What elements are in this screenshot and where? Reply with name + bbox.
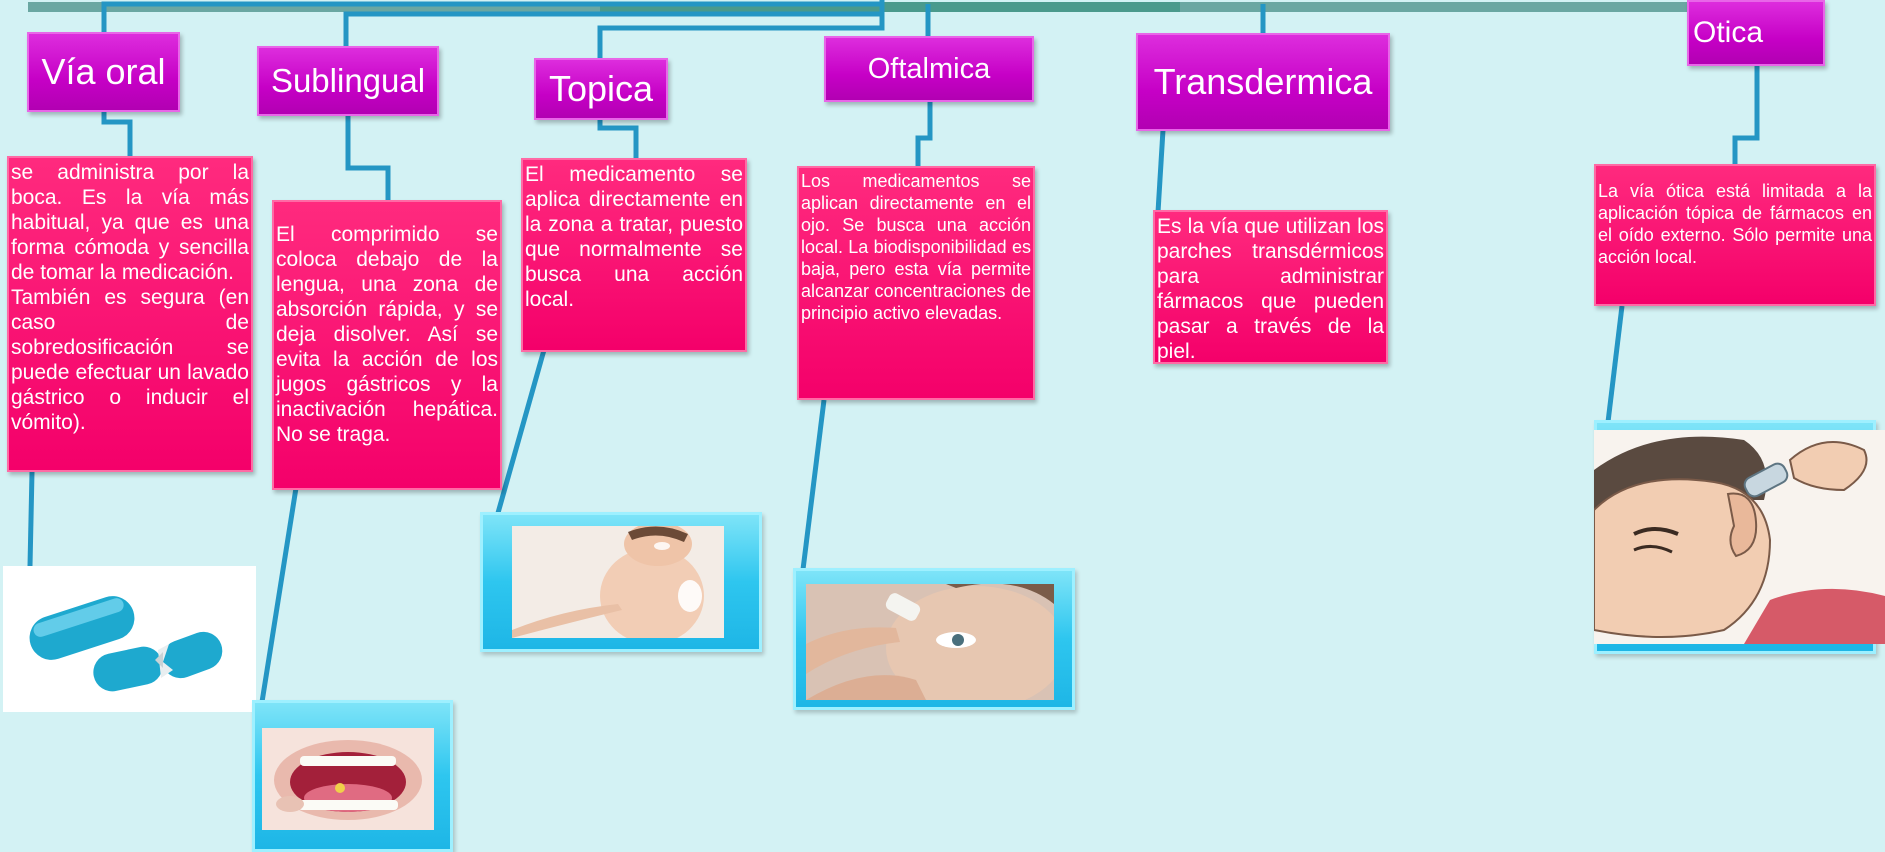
route-title-sublingual: Sublingual bbox=[257, 46, 439, 116]
description-paragraph: Los medicamentos se aplican directamente… bbox=[801, 171, 1031, 323]
route-title-oftalmica: Oftalmica bbox=[824, 36, 1034, 102]
connector-hub bbox=[343, 0, 885, 48]
description-paragraph: También es segura (en caso de sobredosif… bbox=[11, 286, 249, 434]
description-paragraph: se administra por la boca. Es la vía más… bbox=[11, 161, 249, 284]
route-description-topica: El medicamento se aplica directamente en… bbox=[521, 158, 747, 352]
description-paragraph: El comprimido se coloca debajo de la len… bbox=[276, 223, 498, 446]
route-title-via-oral: Vía oral bbox=[27, 32, 180, 112]
baby-cream-photo bbox=[512, 526, 724, 638]
connector-hub bbox=[101, 0, 885, 34]
connector-transdermica bbox=[1155, 129, 1166, 213]
route-description-sublingual: El comprimido se coloca debajo de la len… bbox=[272, 200, 502, 490]
connector-via-oral bbox=[101, 112, 133, 156]
description-paragraph: El medicamento se aplica directamente en… bbox=[525, 163, 743, 311]
connector-sublingual bbox=[345, 116, 391, 202]
route-description-otica: La vía ótica está limitada a la aplicaci… bbox=[1594, 164, 1876, 306]
capsule-pills-photo bbox=[3, 566, 256, 712]
route-title-otica: Otica bbox=[1687, 0, 1825, 66]
connector-oftalmica bbox=[915, 100, 933, 166]
connector-topica bbox=[597, 120, 639, 158]
connector-otica-image bbox=[1605, 305, 1625, 423]
description-paragraph: La vía ótica está limitada a la aplicaci… bbox=[1598, 181, 1872, 267]
connector-via-oral-image bbox=[27, 471, 35, 567]
route-description-oftalmica: Los medicamentos se aplican directamente… bbox=[797, 166, 1035, 400]
route-description-transdermica: Es la vía que utilizan los parches trans… bbox=[1153, 210, 1388, 364]
connector-otica bbox=[1732, 66, 1760, 166]
connector-sublingual-image bbox=[259, 487, 299, 703]
route-title-transdermica: Transdermica bbox=[1136, 33, 1390, 131]
top-connector-highlight bbox=[600, 2, 1180, 12]
ear-drops-photo bbox=[1594, 430, 1885, 644]
description-paragraph: Es la vía que utilizan los parches trans… bbox=[1157, 215, 1384, 363]
open-mouth-pill-photo bbox=[262, 728, 434, 830]
eye-drops-photo bbox=[806, 584, 1054, 700]
route-title-topica: Topica bbox=[534, 58, 668, 120]
route-description-via-oral: se administra por la boca. Es la vía más… bbox=[7, 156, 253, 472]
connector-topica-image bbox=[493, 349, 547, 521]
